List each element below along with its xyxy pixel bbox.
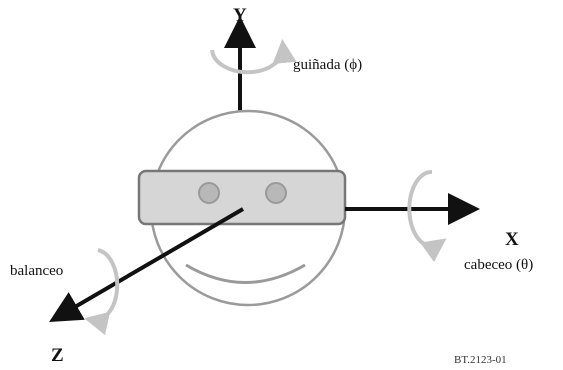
z-axis-label: Z [51, 345, 64, 366]
right-eye [265, 182, 287, 204]
mouth [185, 263, 306, 284]
pitch-rotation-arrow [407, 169, 447, 263]
visor [137, 169, 347, 226]
x-axis-label: X [505, 229, 519, 250]
roll-label: balanceo [10, 263, 64, 279]
y-axis-label: Y [233, 5, 247, 26]
left-eye [198, 182, 220, 204]
pitch-label: cabeceo (θ) [464, 257, 534, 273]
figure-reference: BT.2123-01 [454, 354, 507, 366]
z-axis-arrow [49, 207, 245, 323]
yaw-rotation-arrow [210, 39, 297, 75]
yaw-label: guiñada (ϕ) [293, 57, 363, 73]
roll-rotation-arrow [84, 248, 120, 336]
